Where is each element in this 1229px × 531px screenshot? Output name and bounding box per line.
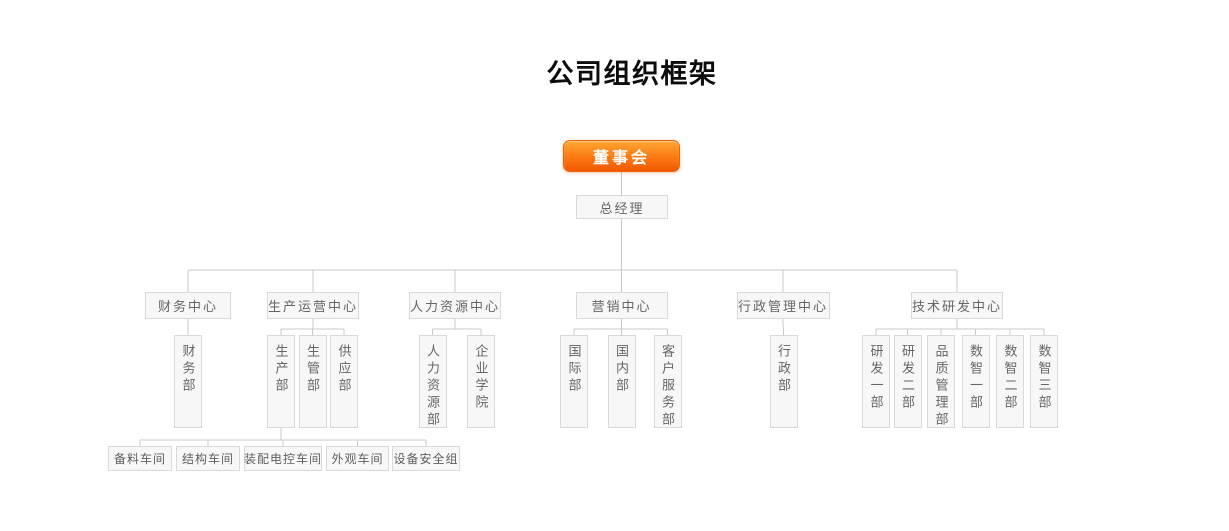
admin-dept: 行政部 <box>769 335 798 428</box>
connector-line <box>875 319 1045 335</box>
general-manager: 总经理 <box>576 195 668 219</box>
equipment-safety-group: 设备安全组 <box>392 446 460 471</box>
structure-workshop: 结构车间 <box>176 446 240 471</box>
hr-dept: 人力资源部 <box>418 335 447 429</box>
digital-intelligence-dept-2: 数智二部 <box>996 335 1024 428</box>
customer-service-dept: 客户服务部 <box>653 335 682 429</box>
board-of-directors: 董事会 <box>563 140 680 172</box>
supply-dept: 供应部 <box>330 335 358 428</box>
domestic-dept: 国内部 <box>607 335 636 428</box>
international-dept: 国际部 <box>560 335 588 428</box>
connector-line <box>139 428 427 446</box>
production-operation-center: 生产运营中心 <box>267 292 359 319</box>
page-title: 公司组织框架 <box>546 59 718 89</box>
finance-center: 财务中心 <box>145 292 231 319</box>
marketing-center: 营销中心 <box>575 292 668 319</box>
digital-intelligence-dept-3: 数智三部 <box>1030 335 1058 428</box>
rd-dept-2: 研发二部 <box>893 335 922 428</box>
assembly-electric-workshop: 装配电控车间 <box>244 446 322 471</box>
quality-mgmt-dept: 品质管理部 <box>927 335 955 429</box>
production-dept: 生产部 <box>267 335 295 428</box>
admin-management-center: 行政管理中心 <box>736 292 830 319</box>
finance-dept: 财务部 <box>174 335 202 428</box>
digital-intelligence-dept-1: 数智一部 <box>961 335 990 428</box>
tech-rd-center: 技术研发中心 <box>911 292 1003 319</box>
corporate-academy: 企业学院 <box>467 335 495 428</box>
connector-line <box>280 319 345 335</box>
material-prep-workshop: 备料车间 <box>108 446 172 471</box>
rd-dept-1: 研发一部 <box>862 335 890 428</box>
connector-line <box>782 318 784 336</box>
hr-center: 人力资源中心 <box>409 292 501 319</box>
production-mgmt-dept: 生管部 <box>298 335 327 428</box>
connector-line <box>432 319 482 335</box>
appearance-workshop: 外观车间 <box>326 446 389 471</box>
connector-line <box>573 319 668 335</box>
